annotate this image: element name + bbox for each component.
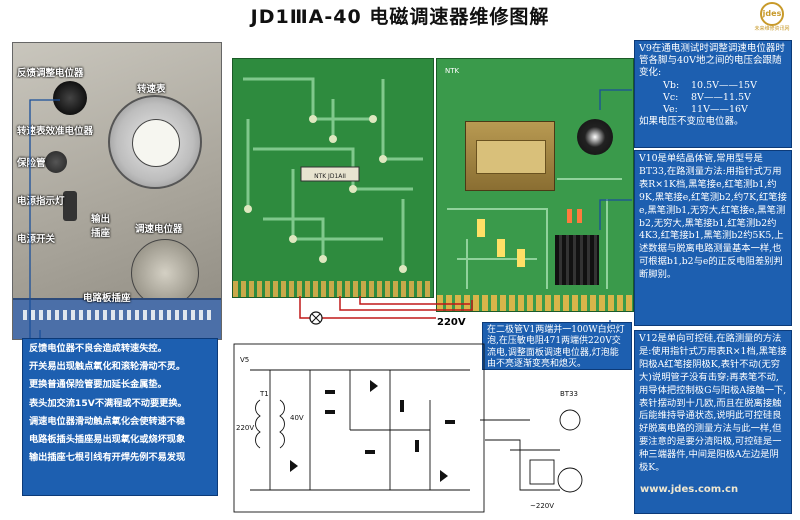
schematic-label-40v: 40V: [290, 414, 304, 422]
heatsink: [555, 235, 599, 285]
fuse-holder: [63, 191, 77, 221]
logo-text: 未来维修资讯网: [754, 26, 790, 32]
v9-pin-vb: Vb:: [663, 79, 680, 91]
schematic-label-v5: V5: [240, 356, 249, 364]
label-tachometer: 转速表: [137, 84, 166, 95]
pcb-back-connector-edge: [233, 281, 433, 297]
device-photo: 反馈调整电位器 转速表 转速表效准电位器 保险管 电源指示灯 输出 插座 调速电…: [12, 42, 222, 340]
tip-item: 开关易出现触点氧化和滚轮滑动不灵。: [29, 361, 186, 373]
schematic-label-220v: 220V: [236, 424, 254, 432]
callout-v9-intro: V9在通电测试时调整调速电位器时管各脚与40V地之间的电压会跟随变化:: [639, 43, 785, 79]
pcb-front-label: NTK: [445, 67, 460, 75]
page-title: JD1ⅢA-40 电磁调速器维修图解: [250, 6, 550, 28]
v9-pin-vc: Vc:: [663, 91, 679, 103]
callout-v10: V10是单结晶体管,常用型号是BT33,在路测量方法:用指针式万用表R×1K档,…: [634, 150, 792, 326]
v9-pin-ve: Ve:: [663, 104, 678, 116]
callout-test-method: 在二极管V1两端并一100W白炽灯泡,在压敏电阻471两端供220V交流电,调整…: [482, 322, 632, 370]
tip-item: 表头加交流15V不满程或不动要更换。: [29, 397, 187, 409]
feedback-pot-knob: [53, 81, 87, 115]
pcb-component-side-photo: NTK: [436, 58, 634, 312]
pcb-solder-side-photo: NTK JD1AII: [232, 58, 434, 298]
schematic-label-220-ac: ~220V: [530, 502, 554, 510]
label-feedback-pot: 反馈调整电位器: [17, 68, 84, 79]
tachometer-face: [132, 119, 180, 167]
label-board-socket: 电路板插座: [83, 293, 131, 304]
tip-item: 电路板插头插座易出现氧化或烧坏现象: [29, 434, 186, 446]
pcb-front-traces: NTK: [445, 67, 622, 289]
v9-range-vc: 8V——11.5V: [691, 91, 751, 103]
brand-logo: jdes 未来维修资讯网: [748, 2, 796, 38]
pcb-back-label: NTK JD1AII: [314, 173, 346, 180]
tachometer-dial: [108, 95, 202, 189]
socket-pins: [23, 310, 211, 320]
transformer-core: [476, 140, 546, 174]
label-fuse-holder: 保险管: [17, 158, 46, 169]
watermark: www.jdes.com.cn: [640, 484, 739, 495]
callout-v12: V12是单向可控硅,在路测量的方法是:使用指针式万用表R×1档,黑笔接阳极A红笔…: [634, 330, 792, 514]
pcb-front-connector-edge: [437, 295, 633, 311]
v9-row-vb: Vb: 10.5V——15V: [639, 80, 787, 92]
trimmer-pot: [577, 119, 613, 155]
label-output-socket: 输出 插座: [91, 214, 111, 239]
label-speed-pot: 调速电位器: [135, 224, 183, 235]
callout-v9: V9在通电测试时调整调速电位器时管各脚与40V地之间的电压会跟随变化: Vb: 1…: [634, 40, 792, 148]
tip-item: 输出插座七根引线有开焊先例不易发现: [29, 452, 186, 464]
label-tach-calib-pot: 转速表效准电位器: [17, 126, 94, 137]
logo-mark: jdes: [760, 2, 784, 26]
circuit-schematic: V5 T1 220V 40V BT33 ~220V: [233, 343, 583, 513]
v9-row-vc: Vc: 8V——11.5V: [639, 92, 787, 104]
schematic-label-t1: T1: [259, 390, 269, 398]
callout-repair-tips: 反馈电位器不良会造成转速失控。 开关易出现触点氧化和滚轮滑动不灵。 更换普通保险…: [22, 338, 218, 496]
v9-row-ve: Ve: 11V——16V: [639, 104, 787, 116]
tach-calib-knob: [45, 151, 67, 173]
tip-item: 更换普通保险管要加延长金属垫。: [29, 379, 167, 391]
transformer: [465, 121, 555, 191]
schematic-label-bt33: BT33: [560, 390, 578, 398]
pcb-trace-pattern: NTK JD1AII: [243, 77, 423, 273]
label-220v: 220V: [437, 317, 466, 328]
speed-pot-body: [131, 239, 199, 307]
tip-item: 反馈电位器不良会造成转速失控。: [29, 343, 167, 354]
v9-range-ve: 11V——16V: [691, 104, 748, 116]
v9-range-vb: 10.5V——15V: [691, 79, 757, 91]
label-power-switch: 电源开关: [17, 234, 56, 245]
tip-item: 调速电位器滑动触点氧化会使转速不稳: [29, 415, 186, 427]
label-power-lamp: 电源指示灯: [17, 196, 65, 207]
callout-v9-outro: 如果电压不变应电位器。: [639, 116, 744, 128]
board-socket-strip: [13, 298, 221, 339]
